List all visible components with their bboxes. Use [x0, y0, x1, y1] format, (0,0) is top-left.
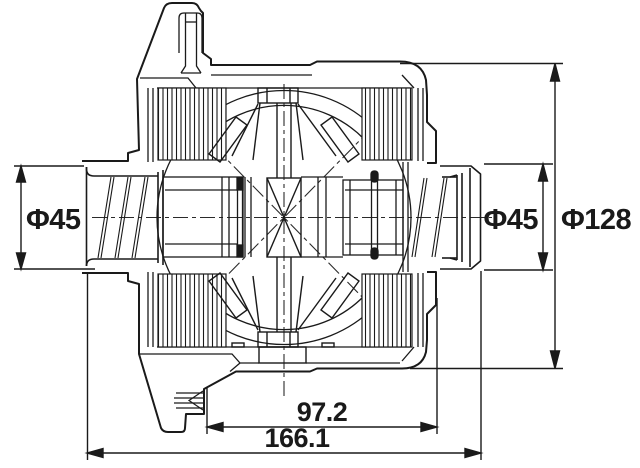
pinion-wedge-upper-right: [320, 116, 360, 163]
top-pinion-face: [257, 87, 299, 104]
dimension-annotations: [14, 62, 563, 460]
cross-shaft-and-pinions: [208, 87, 360, 364]
clutch-pack-bottom-right: [361, 273, 413, 348]
clutch-pack-bottom-left: [157, 273, 227, 348]
pinion-wedge-lower-right: [320, 272, 360, 319]
clutch-pack-top-right: [361, 87, 413, 161]
cross-pin-section: [266, 177, 302, 258]
flange-bolt-hole: [178, 12, 203, 74]
preload-bolt-head-bottom: [370, 247, 379, 260]
ring-gear-flange-bolt: [174, 390, 204, 411]
dimension-right-shaft-diameter: [484, 161, 553, 273]
dimension-case-outer-diameter: [400, 62, 563, 370]
dimension-flange-to-case-length: [204, 298, 440, 434]
label-overall-length: 166.1: [264, 423, 330, 453]
housing-outline: [82, 2, 437, 433]
right-spline-coupler: [411, 165, 482, 270]
left-spline-coupler: [85, 167, 164, 267]
left-side-gear: [162, 176, 252, 258]
pinion-wedge-upper-left: [208, 116, 248, 163]
dimension-left-shaft-diameter: [14, 163, 95, 272]
preload-bolt-head-top: [370, 170, 379, 183]
left-snap-ring-top: [236, 177, 244, 191]
label-case-outer-diameter: Φ128: [561, 204, 632, 236]
label-flange-to-case-length: 97.2: [297, 397, 348, 427]
right-side-gear: [301, 162, 409, 272]
left-snap-ring-bottom: [236, 244, 244, 258]
label-right-shaft-diameter: Φ45: [483, 204, 538, 236]
clutch-packs: [157, 87, 413, 348]
label-left-shaft-diameter: Φ45: [26, 204, 81, 236]
bottom-pilot-boss: [258, 346, 307, 364]
dimension-overall-length: [84, 271, 484, 460]
pinion-wedge-lower-left: [208, 272, 248, 319]
clutch-pack-top-left: [157, 87, 227, 161]
